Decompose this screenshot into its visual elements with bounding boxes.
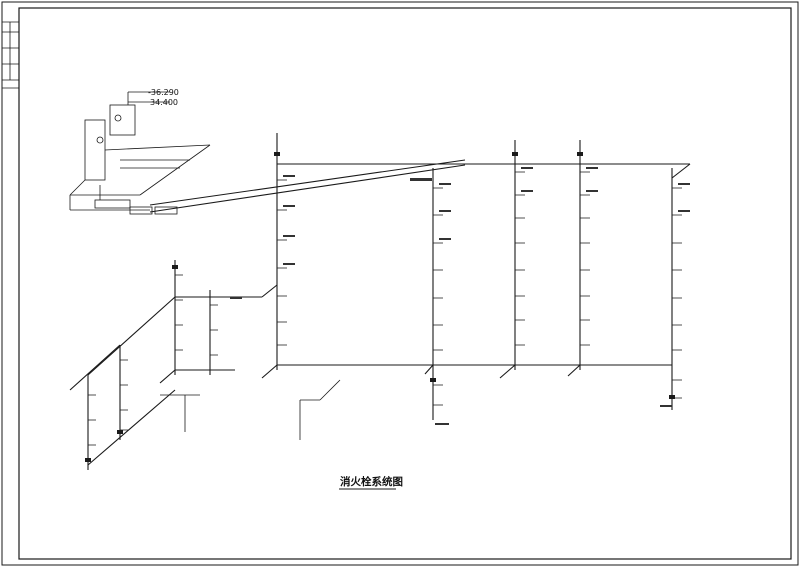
diag-main-2 [87, 389, 176, 466]
inset-detail [69, 91, 211, 215]
leader-line [149, 159, 466, 206]
annotation-marks [230, 167, 690, 425]
lower-branch [160, 379, 341, 440]
level-label-top: -36.290 [148, 88, 179, 97]
margin-title-strip [2, 21, 19, 89]
ring-mains [69, 159, 691, 466]
riser-pipes [87, 133, 673, 470]
diag-main-1 [87, 296, 176, 376]
drawing-title: 消火栓系统图 [340, 475, 403, 488]
hydrant-outlets [88, 171, 682, 446]
valve-markers [85, 152, 675, 462]
inner-border [18, 7, 792, 560]
level-label-second: 34.400 [150, 98, 178, 107]
